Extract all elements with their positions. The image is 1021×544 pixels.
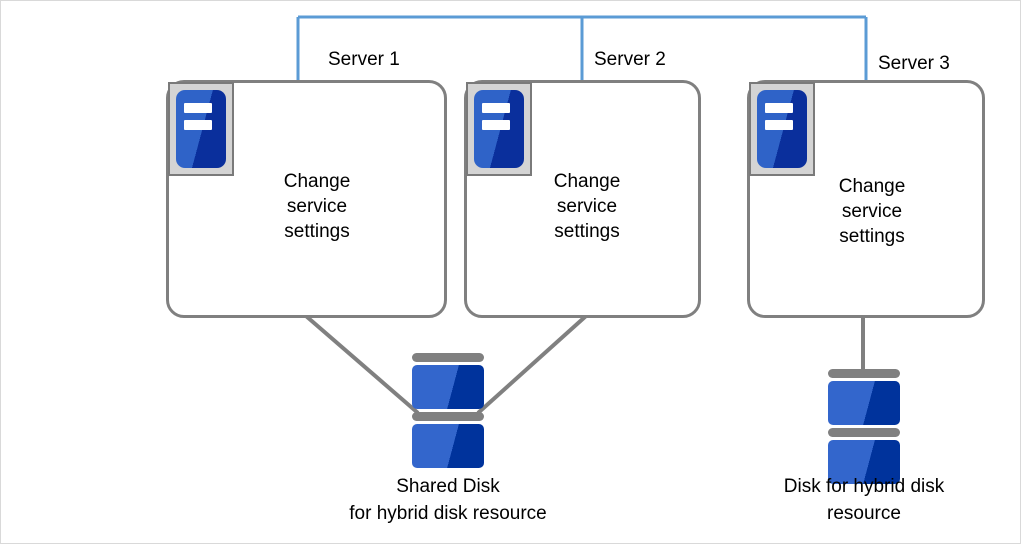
server-3-body-line-3: settings bbox=[839, 226, 905, 247]
local-disk-label-line-2: resource bbox=[827, 503, 901, 524]
local-disk-label-line-1: Disk for hybrid disk bbox=[783, 476, 945, 497]
server-icon-bar-top bbox=[482, 103, 510, 114]
disk-platter-bar-bottom bbox=[412, 412, 484, 421]
server-1-body-line-3: settings bbox=[284, 221, 350, 242]
server-1-body-line-2: service bbox=[286, 196, 348, 217]
server-icon-chassis bbox=[474, 90, 524, 168]
disk-platter-top bbox=[412, 365, 484, 409]
disk-platter-top bbox=[828, 381, 900, 425]
shared-disk-label-line-1: Shared Disk bbox=[396, 476, 500, 497]
server-2-label: Server 2 bbox=[594, 49, 666, 70]
server-icon bbox=[466, 82, 532, 176]
server-icon-bar-top bbox=[184, 103, 212, 114]
disk-platter-bottom bbox=[828, 440, 900, 484]
server-1-box[interactable] bbox=[166, 80, 447, 318]
server-icon-bar-bottom bbox=[765, 119, 793, 130]
disk-platter-bar-bottom bbox=[828, 428, 900, 437]
disk-platter-bottom bbox=[412, 424, 484, 468]
disk-icon[interactable] bbox=[412, 353, 484, 468]
server-1-label: Server 1 bbox=[328, 49, 400, 70]
server-icon bbox=[749, 82, 815, 176]
server-3-body-line-1: Change bbox=[838, 176, 906, 197]
server-icon bbox=[168, 82, 234, 176]
disk-platter-bar-top bbox=[412, 353, 484, 362]
shared-disk-label-line-2: for hybrid disk resource bbox=[349, 503, 547, 524]
server-2-body-line-1: Change bbox=[553, 171, 621, 192]
disk-platter-bar-top bbox=[828, 369, 900, 378]
server-icon-bar-bottom bbox=[482, 119, 510, 130]
server-icon-bar-bottom bbox=[184, 119, 212, 130]
disk-icon[interactable] bbox=[828, 369, 900, 484]
server-3-body-line-2: service bbox=[841, 201, 903, 222]
server-2-body-line-3: settings bbox=[554, 221, 620, 242]
network-bus bbox=[296, 15, 868, 81]
server-3-label: Server 3 bbox=[878, 53, 950, 74]
shared-disk-connectors bbox=[304, 314, 588, 415]
server-icon-chassis bbox=[757, 90, 807, 168]
server-2-body-line-2: service bbox=[556, 196, 618, 217]
server-icon-chassis bbox=[176, 90, 226, 168]
server-icon-bar-top bbox=[765, 103, 793, 114]
server-1-body-line-1: Change bbox=[283, 171, 351, 192]
